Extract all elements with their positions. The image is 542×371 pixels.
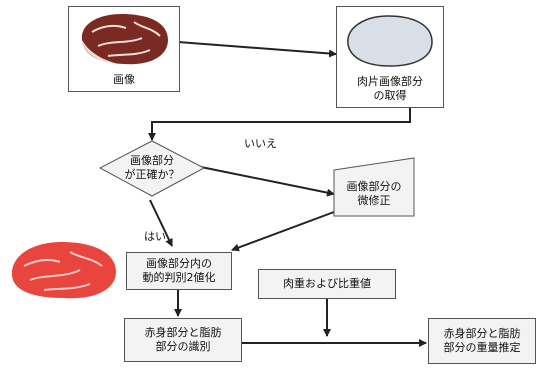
estimate-line-1: 赤身部分と脂肪 [444, 327, 521, 341]
identify-node: 赤身部分と脂肪 部分の識別 [124, 318, 242, 362]
correct-text: 画像部分の 微修正 [334, 180, 414, 208]
red-meat-image [8, 236, 120, 304]
extract-line-1: 肉片画像部分 [357, 75, 423, 89]
edge-decision-to-correct [196, 166, 334, 194]
decision-line-1: 画像部分 [104, 154, 200, 168]
edge-image-to-extract [178, 42, 336, 54]
binarize-line-1: 画像部分内の [146, 257, 212, 271]
identify-line-2: 部分の識別 [156, 340, 211, 354]
correct-line-2: 微修正 [334, 194, 414, 208]
edge-extract-to-decision [152, 108, 410, 140]
edge-label-no: いいえ [244, 137, 277, 151]
decision-text: 画像部分 が正確か？ [104, 154, 200, 182]
binarize-line-2: 動的判別2値化 [143, 271, 216, 285]
edge-label-yes: はい [144, 230, 166, 244]
meat-outline-image [342, 10, 438, 70]
extract-line-2: の取得 [374, 89, 407, 103]
gravity-line-1: 肉重および比重値 [283, 277, 371, 291]
image-node-label: 画像 [113, 73, 135, 87]
edge-correct-to-binarize [232, 212, 334, 250]
estimate-line-2: 部分の重量推定 [444, 341, 521, 355]
binarize-node: 画像部分内の 動的判別2値化 [126, 252, 232, 290]
correct-line-1: 画像部分の [334, 180, 414, 194]
estimate-node: 赤身部分と脂肪 部分の重量推定 [428, 318, 536, 364]
gravity-node: 肉重および比重値 [258, 269, 396, 299]
identify-line-1: 赤身部分と脂肪 [145, 326, 222, 340]
decision-line-2: が正確か？ [104, 168, 200, 182]
meat-photo [78, 10, 172, 68]
